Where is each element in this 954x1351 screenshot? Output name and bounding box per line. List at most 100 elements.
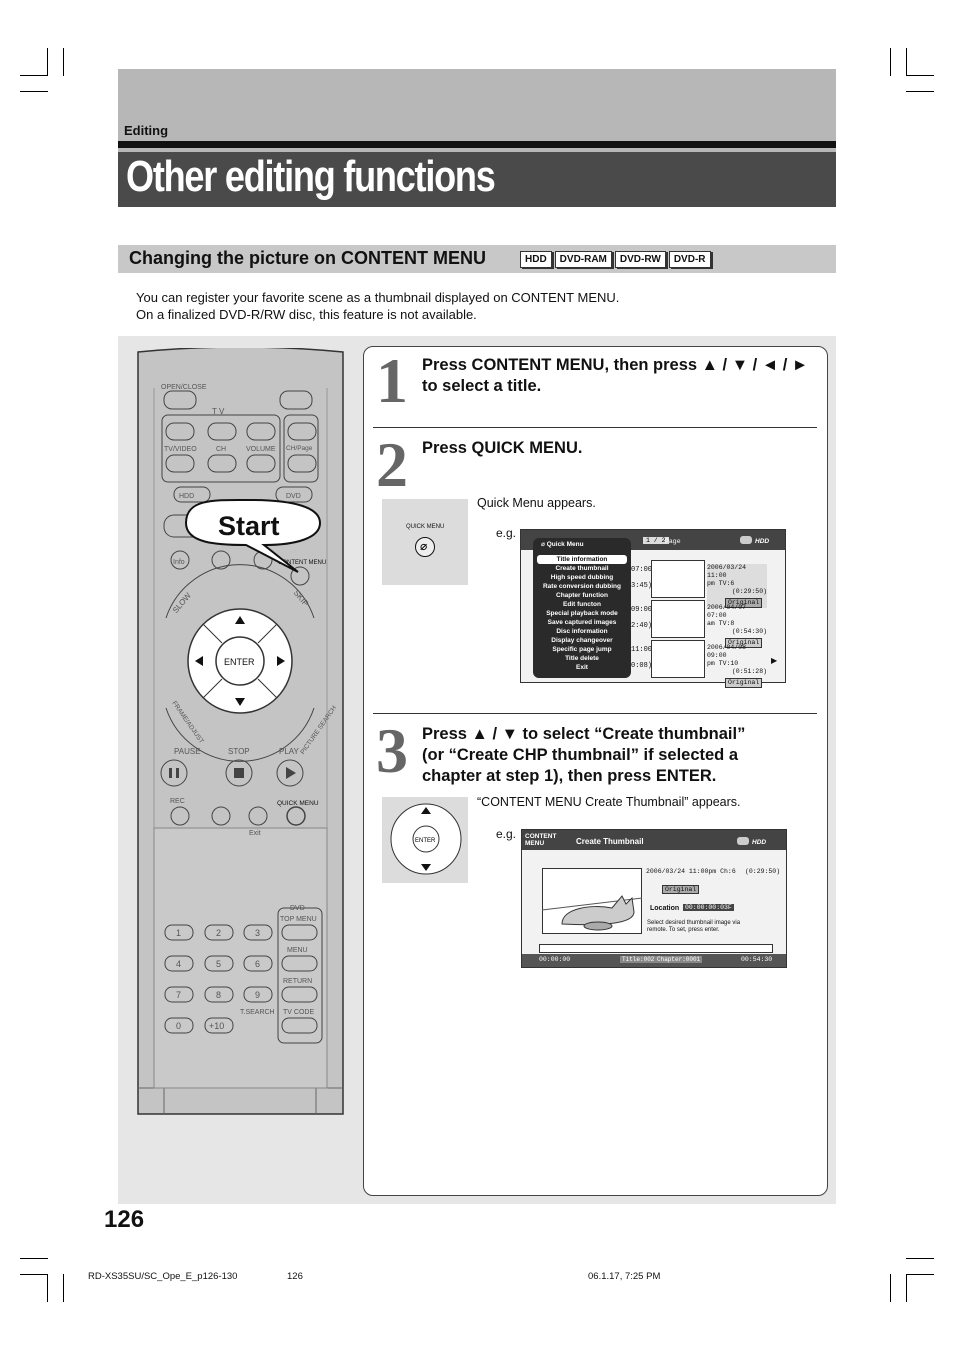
enter-pad-icon: ENTER (390, 803, 462, 875)
remote-label: Info (173, 559, 185, 566)
hdd-icon (740, 536, 752, 544)
location-value: 00:00:00:03F (683, 904, 734, 911)
remote-key-label: 8 (216, 990, 221, 1000)
quick-menu-item[interactable]: Disc information (556, 628, 608, 635)
remote-label: STOP (228, 747, 250, 756)
enter-label: ENTER (224, 657, 255, 667)
entry-date: 2006/03/24 11:00 (707, 564, 747, 579)
step-number: 3 (376, 715, 408, 786)
step-note: “CONTENT MENU Create Thumbnail” appears. (477, 795, 741, 809)
hdd-label: HDD (752, 839, 767, 846)
title-thumbnail (651, 600, 705, 638)
hint-line: Select desired thumbnail image via (647, 920, 741, 926)
step-number: 2 (376, 429, 408, 500)
section-label: Editing (124, 123, 169, 138)
quick-menu-item[interactable]: High speed dubbing (550, 574, 614, 581)
step-divider (373, 713, 817, 714)
crop-mark (63, 1274, 64, 1302)
remote-label: TV/VIDEO (164, 446, 197, 453)
remote-label: MENU (287, 947, 308, 954)
steps-box (363, 346, 828, 1196)
crop-mark (63, 48, 64, 76)
remote-label: T.SEARCH (240, 1009, 275, 1016)
remote-label: TOP MENU (280, 916, 317, 923)
quick-menu-item-create-thumbnail[interactable]: Create thumbnail (555, 565, 609, 572)
hint-text: Select desired thumbnail image via remot… (647, 920, 740, 934)
entry-tag: Original (725, 638, 763, 648)
quick-menu-item[interactable]: Display changeover (551, 637, 613, 644)
title-bar (118, 152, 836, 207)
create-thumbnail-screen: CONTENT MENU Create Thumbnail HDD 2006/0… (521, 829, 787, 968)
quick-menu-item[interactable]: Save captured images (547, 619, 617, 626)
remote-label: PLAY (279, 747, 300, 756)
eg-label: e.g. (496, 526, 517, 540)
title-thumbnail (651, 560, 705, 598)
hint-line: remote. To set, press enter. (647, 927, 720, 933)
page-title: Other editing functions (126, 152, 496, 201)
time-start: 00:00:00 (539, 956, 571, 963)
remote-key-label: 2 (216, 928, 221, 938)
page-number: 126 (104, 1206, 145, 1233)
cat-thumbnail-image (542, 868, 642, 934)
remote-label: Exit (249, 830, 261, 837)
entry-channel: am TV:8 (707, 620, 735, 627)
step-1-text: Press CONTENT MENU, then press ▲ / ▼ / ◄… (422, 355, 808, 397)
title-tag: Original (662, 885, 700, 894)
remote-label: PAUSE (174, 747, 201, 756)
entry-tag: Original (725, 598, 763, 608)
remote-key-label: 1 (176, 928, 181, 938)
crop-mark (906, 1274, 907, 1302)
subsection-band (118, 245, 836, 273)
quick-menu-item[interactable]: Rate conversion dubbing (542, 583, 621, 590)
remote-label: DVD (286, 493, 301, 500)
crop-mark (906, 1258, 934, 1259)
remote-label: HDD (179, 493, 194, 500)
remote-label: OPEN/CLOSE (161, 384, 207, 391)
crop-mark (906, 1274, 934, 1275)
step-2-text: Press QUICK MENU. (422, 439, 583, 457)
step-line: Press CONTENT MENU, then press ▲ / ▼ / ◄… (422, 356, 809, 374)
hdd-label: HDD (755, 538, 770, 545)
quick-menu-popup: ⌀ Quick Menu Title information Create th… (533, 538, 631, 678)
crop-mark (890, 1274, 891, 1302)
remote-label: T V (212, 407, 225, 416)
entry-tag: Original (725, 678, 763, 688)
remote-label: TV CODE (283, 1009, 314, 1016)
disc-badges: HDD DVD-RAM DVD-RW DVD-R (520, 251, 711, 268)
crop-mark (20, 91, 48, 92)
entry-duration: (0:29:50) (731, 588, 767, 595)
crop-mark (20, 1258, 48, 1259)
quick-menu-item-title-information[interactable]: Title information (537, 555, 627, 564)
step-line: to select a title. (422, 377, 542, 395)
title-entry: 2006/04/07 07:00 am TV:8 (0:54:30) Origi… (707, 604, 767, 648)
remote-label: CH/Page (286, 445, 313, 452)
quick-menu-item-exit[interactable]: Exit (576, 664, 588, 671)
footer-page: 126 (287, 1271, 303, 1282)
badge-hdd: HDD (520, 251, 552, 268)
quick-menu-item[interactable]: Title delete (565, 655, 599, 662)
time-text: 3:45) (631, 582, 653, 590)
crop-mark (47, 48, 48, 76)
entry-date: 2006/04/07 07:00 (707, 604, 747, 619)
subsection-title: Changing the picture on CONTENT MENU (129, 248, 486, 268)
quick-menu-item[interactable]: Specific page jump (552, 646, 612, 653)
remote-label: REC (170, 798, 185, 805)
title-info: 2006/03/24 11:00pm Ch:6 (646, 868, 736, 875)
quick-menu-item[interactable]: Special playback mode (546, 610, 618, 617)
intro-line: You can register your favorite scene as … (136, 290, 620, 305)
step-number: 1 (376, 345, 408, 416)
remote-control-illustration: OPEN/CLOSE T V TV/VIDEO CH VOLUME CH/Pag… (137, 348, 344, 1115)
footer-date: 06.1.17, 7:25 PM (588, 1271, 661, 1282)
quick-menu-item[interactable]: Chapter function (556, 592, 608, 599)
timeline-bar[interactable] (539, 944, 773, 953)
quick-menu-item[interactable]: Edit functon (563, 601, 601, 608)
time-text: 09:00 (631, 606, 653, 614)
step-note: Quick Menu appears. (477, 496, 596, 510)
quick-menu-title: ⌀ Quick Menu (541, 540, 584, 548)
crop-mark (906, 48, 907, 76)
enter-button-illustration: ENTER (382, 797, 468, 883)
quick-menu-button-label: QUICK MENU (406, 524, 445, 530)
quick-menu-icon: ⌀ (415, 537, 435, 557)
content-menu-logo: CONTENT MENU (525, 833, 557, 847)
crop-mark (906, 91, 934, 92)
